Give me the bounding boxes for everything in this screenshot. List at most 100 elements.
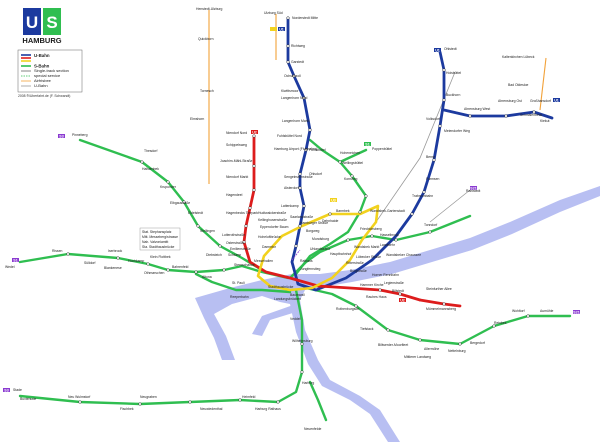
station-wedel[interactable]: Wedel — [5, 265, 15, 269]
station-mundsburg[interactable]: Mundsburg — [312, 237, 329, 241]
station-langenhorn-nord[interactable]: Langenhorn Nord — [281, 96, 308, 100]
station-eppendorfer[interactable]: Eppendorfer Baum — [260, 225, 289, 229]
station-wandsbek-markt[interactable]: Wandsbek Markt — [354, 245, 379, 249]
station-stadthausbruecke[interactable]: Stadthausbrücke — [268, 285, 294, 289]
station-elmshorn[interactable]: Elmshorn — [190, 117, 204, 121]
station-landwehr[interactable]: Landwehr — [380, 243, 396, 247]
station-hasselbrook[interactable]: Hasselbrook — [380, 233, 399, 237]
station-rissen[interactable]: Rissen — [52, 249, 62, 253]
station-volksdorf[interactable]: Volksdorf — [426, 117, 440, 121]
station-nettelnburg[interactable]: Nettelnburg — [448, 349, 466, 353]
station-billstedt[interactable]: Billstedt — [392, 289, 404, 293]
station-quickborn[interactable]: Quickborn — [198, 37, 214, 41]
station-hudtwalcker[interactable]: Hudtwalckerstraße — [258, 211, 286, 215]
station-billwerder[interactable]: Billwerder-Moorfleet — [378, 343, 408, 347]
station-messehallen[interactable]: Messehallen — [254, 259, 273, 263]
station-dehnhaide[interactable]: Dehnhaide — [322, 219, 339, 223]
station-ulzburg[interactable]: Ulzburg Süd — [264, 11, 283, 15]
station-halstenbek[interactable]: Halstenbek — [142, 167, 159, 171]
station-niendorf-markt[interactable]: Niendorf Markt — [226, 175, 248, 179]
station-berne[interactable]: Berne — [426, 155, 435, 159]
station-mummelmannsberg[interactable]: Mümmelmannsberg — [426, 307, 456, 311]
station-neugraben[interactable]: Neugraben — [140, 395, 157, 399]
station-harburg[interactable]: Harburg — [302, 381, 314, 385]
station-legienstr[interactable]: Legienstraße — [384, 281, 404, 285]
station-pinneberg[interactable]: Pinneberg — [72, 133, 88, 137]
station-elbgaustr[interactable]: Elbgaustraße — [170, 201, 190, 205]
station-emilienstr[interactable]: Emilienstraße — [230, 247, 251, 251]
station-horner-rennbahn[interactable]: Horner Rennbahn — [372, 273, 399, 277]
station-neuenfelde[interactable]: Neuenfelde — [304, 427, 321, 431]
station-landungsbruecken[interactable]: Landungsbrücken — [274, 297, 301, 301]
station-rothenburgsort[interactable]: Rothenburgsort — [336, 307, 359, 311]
station-wellingsbuettel[interactable]: Wellingsbüttel — [342, 161, 363, 165]
station-richtweg[interactable]: Richtweg — [291, 44, 305, 48]
station-bad-oldesloe[interactable]: Bad Oldesloe — [508, 83, 528, 87]
station-henstedt[interactable]: Henstedt-Ulzburg — [196, 7, 222, 11]
station-rahlstedt[interactable]: Rahlstedt — [466, 189, 480, 193]
station-schmalenbeck[interactable]: Schmalenbeck — [520, 113, 543, 117]
station-dammtor[interactable]: Dammtor — [262, 245, 277, 249]
station-fuhlsbuettel-nord[interactable]: Fuhlsbüttel Nord — [277, 134, 302, 138]
station-saarlandstr[interactable]: Saarlandstraße — [290, 215, 313, 219]
station-friedrichsberg[interactable]: Friedrichsberg — [360, 227, 382, 231]
station-schippelsweg[interactable]: Schippelsweg — [226, 143, 247, 147]
station-stellingen[interactable]: Stellingen — [200, 229, 215, 233]
station-joachim-mahl[interactable]: Joachim-Mähl-Straße — [220, 159, 253, 163]
station-reeperbahn[interactable]: Reeperbahn — [230, 295, 249, 299]
station-meiendorfer-weg[interactable]: Meiendorfer Weg — [444, 129, 470, 133]
station-barmbek[interactable]: Barmbek — [336, 209, 350, 213]
station-suelldorf[interactable]: Sülldorf — [84, 261, 96, 265]
station-hagendeel[interactable]: Hagendeel — [226, 193, 243, 197]
station-uhlandstr[interactable]: Uhlandstraße — [310, 247, 330, 251]
station-grossh[interactable]: Großhansdorf — [530, 99, 551, 103]
station-wilhelmsburg[interactable]: Wilhelmsburg — [292, 339, 313, 343]
station-baumwall[interactable]: Baumwall — [290, 293, 305, 297]
station-tiefstack[interactable]: Tiefstack — [360, 327, 374, 331]
station-langenhorn-markt[interactable]: Langenhorn Markt — [282, 119, 310, 123]
station-luebecker-str[interactable]: Lübecker Straße — [356, 255, 381, 259]
station-ohlsdorf[interactable]: Ohlsdorf — [309, 172, 322, 176]
station-kiekut[interactable]: Kiekut — [540, 119, 549, 123]
station-altona[interactable]: Altona — [202, 275, 212, 279]
station-niendorf-nord[interactable]: Niendorf Nord — [226, 131, 247, 135]
station-tornesch[interactable]: Tornesch — [200, 89, 214, 93]
station-fuhlsbuettel[interactable]: Fuhlsbüttel — [309, 148, 326, 152]
station-wandsbek-gartenstadt[interactable]: Wandsbek-Gartenstadt — [370, 209, 405, 213]
station-krupunder[interactable]: Krupunder — [160, 185, 177, 189]
station-hoisbuettel[interactable]: Hoisbüttel — [446, 71, 461, 75]
station-aumuehle[interactable]: Aumühle — [540, 309, 553, 313]
station-jungfernstieg[interactable]: Jungfernstieg — [300, 267, 320, 271]
station-ritterstr[interactable]: Ritterstraße — [346, 261, 364, 265]
station-stade[interactable]: Stade — [13, 388, 22, 392]
station-blankenese[interactable]: Blankenese — [104, 266, 122, 270]
station-kiwittsmoor[interactable]: Kiwittsmoor — [281, 89, 299, 93]
station-garstedt[interactable]: Garstedt — [291, 60, 304, 64]
station-reinbek[interactable]: Reinbek — [494, 321, 507, 325]
station-sternschanze[interactable]: Sternschanze — [234, 263, 255, 267]
station-neu-wulmstorf[interactable]: Neu Wulmstorf — [68, 395, 90, 399]
station-osterstr[interactable]: Osterstraße — [226, 241, 244, 245]
station-steinfurther[interactable]: Steinfurther Allee — [426, 287, 452, 291]
station-iserbrook[interactable]: Iserbrook — [108, 249, 122, 253]
station-sengelmann[interactable]: Sengelmannstraße — [284, 175, 313, 179]
station-othmarschen[interactable]: Othmarschen — [144, 271, 164, 275]
station-bergedorf[interactable]: Bergedorf — [470, 341, 485, 345]
station-hoheluft[interactable]: Hoheluftbrücke — [258, 235, 281, 239]
station-alsterdorf[interactable]: Alsterdorf — [284, 186, 299, 190]
station-ohlstedt[interactable]: Ohlstedt — [444, 47, 457, 51]
station-lattenkamp[interactable]: Lattenkamp — [281, 204, 299, 208]
station-bahrenfeld[interactable]: Bahrenfeld — [172, 265, 189, 269]
station-hbf[interactable]: Hauptbahnhof — [330, 252, 351, 256]
station-klein-flottbek[interactable]: Klein Flottbek — [150, 255, 171, 259]
station-buxtehude[interactable]: Buxtehude — [20, 397, 36, 401]
station-kaltenkirchen[interactable]: Kaltenkirchen Lübeck — [502, 55, 535, 59]
station-burgstr[interactable]: Burgstraße — [350, 269, 367, 273]
station-trabrennbahn[interactable]: Trabrennbahn — [412, 194, 433, 198]
station-allermoehe[interactable]: Allermöhe — [424, 347, 439, 351]
station-farmsen[interactable]: Farmsen — [426, 177, 439, 181]
station-mittlerer-landweg[interactable]: Mittlerer Landweg — [404, 355, 431, 359]
station-borgweg[interactable]: Borgweg — [306, 229, 319, 233]
station-hammer-kirche[interactable]: Hammer Kirche — [360, 283, 384, 287]
station-hoheneichen[interactable]: Hoheneichen — [340, 151, 360, 155]
